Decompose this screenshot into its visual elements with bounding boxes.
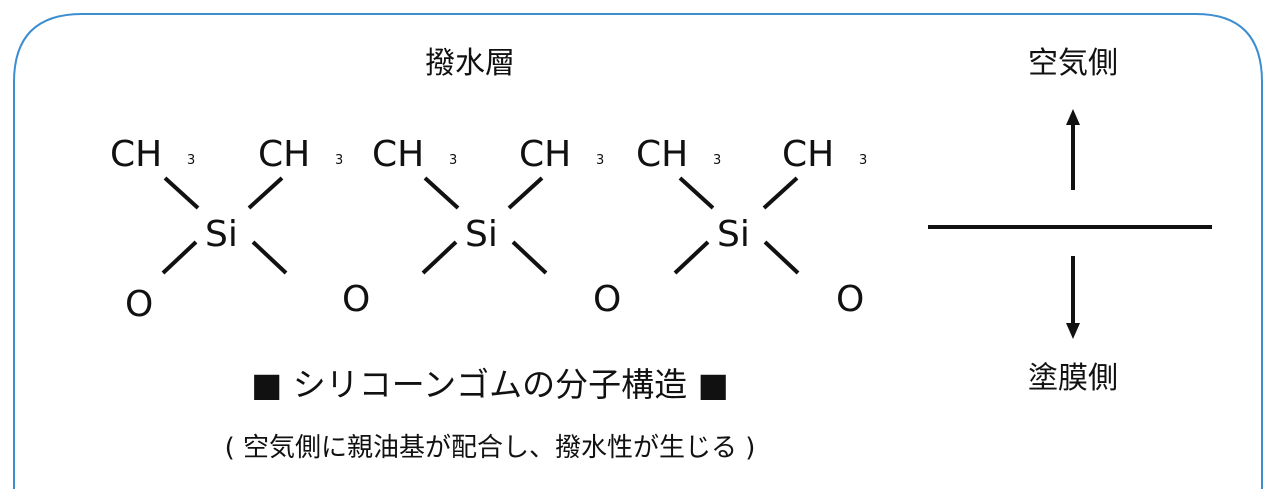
bond-line xyxy=(163,176,200,210)
oxygen-atom-label: O xyxy=(342,279,370,320)
bond-line xyxy=(423,176,460,210)
coating-side-label: 塗膜側 xyxy=(1028,361,1118,396)
bond-line xyxy=(247,176,284,210)
oxygen-atom-label: O xyxy=(836,279,864,320)
methyl-subscript: 3 xyxy=(449,153,457,168)
diagram-frame xyxy=(13,13,1263,489)
oxygen-atom-label: O xyxy=(593,279,621,320)
methyl-group-label: CH xyxy=(519,134,571,175)
bond-line xyxy=(763,240,800,275)
methyl-group-label: CH xyxy=(110,134,162,175)
air-side-label: 空気側 xyxy=(1028,46,1118,81)
siloxane-unit-3: CH 3 CH 3 Si O O xyxy=(593,134,867,320)
methyl-subscript: 3 xyxy=(859,153,867,168)
methyl-subscript: 3 xyxy=(335,153,343,168)
methyl-subscript: 3 xyxy=(596,153,604,168)
bond-line xyxy=(161,240,198,275)
methyl-group-label: CH xyxy=(782,134,834,175)
silicon-atom-label: Si xyxy=(717,214,750,255)
bond-line xyxy=(507,176,544,210)
bond-line xyxy=(421,240,458,275)
siloxane-unit-2: CH 3 CH 3 Si O xyxy=(342,134,604,320)
diagram-title: ■ シリコーンゴムの分子構造 ■ xyxy=(251,365,729,404)
oxygen-atom-label: O xyxy=(125,284,153,325)
bond-line xyxy=(511,240,548,275)
silicon-atom-label: Si xyxy=(465,214,498,255)
methyl-subscript: 3 xyxy=(713,153,721,168)
bond-line xyxy=(251,240,288,275)
bond-line xyxy=(762,176,799,210)
methyl-group-label: CH xyxy=(258,134,310,175)
bond-line xyxy=(678,176,715,210)
diagram-note: ( 空気側に親油基が配合し、撥水性が生じる ) xyxy=(225,433,756,463)
silicon-atom-label: Si xyxy=(205,214,238,255)
water-repellent-layer-label: 撥水層 xyxy=(425,46,515,81)
bond-line xyxy=(673,240,710,275)
siloxane-unit-1: CH 3 CH 3 Si O xyxy=(110,134,343,325)
methyl-group-label: CH xyxy=(372,134,424,175)
arrow-up-icon xyxy=(1066,109,1080,190)
methyl-subscript: 3 xyxy=(187,153,195,168)
arrow-down-icon xyxy=(1066,256,1080,339)
methyl-group-label: CH xyxy=(636,134,688,175)
